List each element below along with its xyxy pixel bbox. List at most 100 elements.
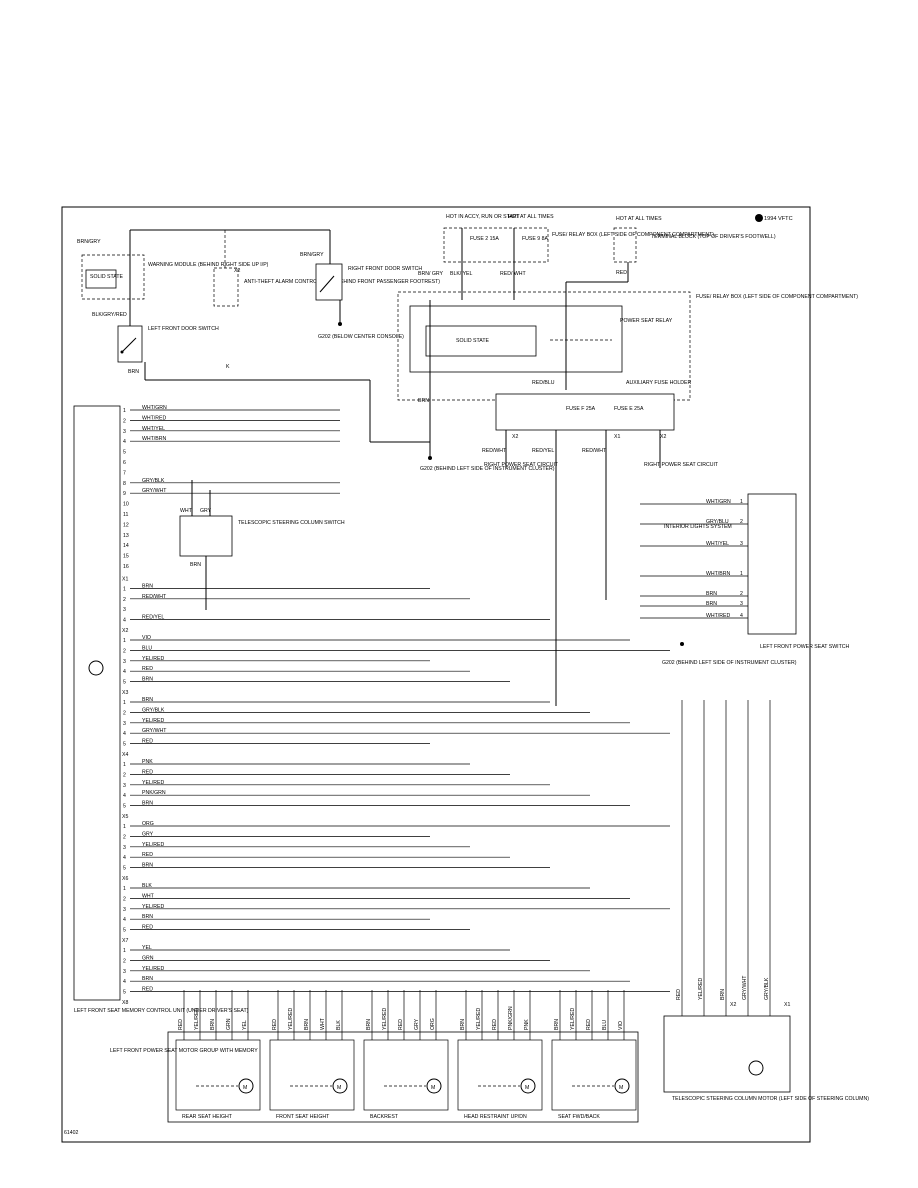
tele-motor-wire-label: YEL/RED (698, 978, 704, 1000)
motor-symbol: M (243, 1085, 247, 1091)
pin-number: 4 (123, 618, 126, 624)
motor-wire-label: RED (492, 1019, 498, 1030)
power-seat-switch-box (747, 493, 797, 635)
motor-wire-label: YEL/RED (194, 1008, 200, 1030)
pin-number: 14 (123, 543, 129, 549)
motor-wire-label: YEL/RED (288, 1008, 294, 1030)
pin-number: 1 (123, 762, 126, 768)
hot-all2-label: HOT AT ALL TIMES (616, 216, 662, 222)
fuse9-label: FUSE 9 8A (522, 236, 548, 242)
copyright-text: 1994 VFTC (764, 216, 793, 222)
pin-number: 4 (123, 917, 126, 923)
solid-state2-label: SOLID STATE (456, 338, 489, 344)
warning-module-group: SOLID STATE WARNING MODULE (BEHIND RIGHT… (77, 229, 330, 326)
power-seat-switch-label: LEFT FRONT POWER SEAT SWITCH (760, 644, 850, 650)
connector-label: X5 (122, 814, 128, 820)
pin-wire-label: YEL/RED (142, 842, 164, 848)
switch-wire-label: WHT/GRN (706, 499, 731, 505)
wire-gry-tele: GRY (200, 508, 212, 514)
conn-x2-motor: X2 (730, 1002, 736, 1008)
tele-motor-wire-label: GRY/WHT (742, 975, 748, 1000)
switch-pin-number: 3 (740, 601, 743, 607)
connector-label: X3 (122, 690, 128, 696)
g202-center-label: G202 (BELOW CENTER CONSOLE) (318, 334, 404, 340)
pin-wire-label: GRY/BLK (142, 707, 165, 713)
pin-number: 15 (123, 554, 129, 560)
left-door-switch-group: LEFT FRONT DOOR SWITCH BRN K (117, 325, 430, 443)
motor-wire-label: BLU (602, 1020, 608, 1030)
pin-number: 3 (123, 969, 126, 975)
pin-wire-label: YEL/RED (142, 718, 164, 724)
pin-number: 3 (123, 845, 126, 851)
switch-wire-label: GRY/BLU (706, 519, 729, 525)
motor-group-box (167, 1031, 639, 1123)
pin-number: 7 (123, 470, 126, 476)
pin-number: 5 (123, 990, 126, 996)
pin-number: 8 (123, 481, 126, 487)
pin-number: 2 (123, 772, 126, 778)
memory-unit-body (73, 405, 121, 1001)
motor-wire-label: BRN (304, 1019, 310, 1030)
motor-wire-label: YEL/RED (476, 1008, 482, 1030)
pin-wire-label: BRN (142, 863, 153, 869)
wire-red-wht: RED/ WHT (500, 271, 526, 277)
motor-icon (614, 1078, 630, 1094)
pin-wire-label: WHT/RED (142, 415, 166, 421)
motor-icon (426, 1078, 442, 1094)
motor-wire-label: YEL (242, 1020, 248, 1030)
pin-number: 1 (123, 638, 126, 644)
motor-wire-label: PNK/GRN (508, 1006, 514, 1030)
g202-left-label: G202 (BEHIND LEFT SIDE OF INSTRUMENT CLU… (420, 466, 555, 472)
pin-wire-label: WHT/GRN (142, 405, 167, 411)
motor-icon (520, 1078, 536, 1094)
wire-label-brn-gry: BRN/GRY (77, 239, 101, 245)
motor-group-label: LEFT FRONT POWER SEAT MOTOR GROUP WITH M… (110, 1048, 258, 1054)
pin-number: 5 (123, 450, 126, 456)
motor-wire-label: BRN (210, 1019, 216, 1030)
pin-number: 2 (123, 896, 126, 902)
switch-pin-number: 2 (740, 519, 743, 525)
motor-name: HEAD RESTRAINT UP/DN (464, 1114, 527, 1120)
pin-number: 3 (123, 429, 126, 435)
pin-wire-label: PNK/GRN (142, 790, 166, 796)
switch-wire-label: BRN (706, 601, 717, 607)
telescopic-motor-group: TELESCOPIC STEERING COLUMN MOTOR (LEFT S… (663, 1002, 869, 1102)
pin-number: 4 (123, 793, 126, 799)
pin-number: 2 (123, 418, 126, 424)
pin-number: 3 (123, 721, 126, 727)
hot-accy-label: HOT IN ACCY, RUN OR START (446, 214, 521, 220)
pin-wire-label: RED (142, 769, 153, 775)
fuse-box-top (443, 227, 549, 263)
switch-pin-number: 1 (740, 499, 743, 505)
motor-name: BACKREST (370, 1114, 399, 1120)
pin-wire-label: WHT/BRN (142, 436, 166, 442)
pin-wire-label: GRY/WHT (142, 728, 167, 734)
pin-number: 1 (123, 824, 126, 830)
connector-label: X6 (122, 876, 128, 882)
pin-number: 3 (123, 783, 126, 789)
pin-number: 5 (123, 742, 126, 748)
motor-wire-label: BRN (366, 1019, 372, 1030)
wire-red-wht-aux2: RED/WHT (582, 448, 607, 454)
tele-motor-icon (748, 1060, 764, 1076)
conn-x1-motor: X1 (784, 1002, 790, 1008)
pin-number: 1 (123, 948, 126, 954)
motor-wire-label: RED (398, 1019, 404, 1030)
motor-name: FRONT SEAT HEIGHT (276, 1114, 330, 1120)
wire-label-blk-gry-red: BLK/GRY/RED (92, 312, 127, 318)
pin-number: 1 (123, 408, 126, 414)
pin-number: 5 (123, 680, 126, 686)
tele-motor-wire-label: GRY/BLK (764, 977, 770, 1000)
motor-symbol: M (431, 1085, 435, 1091)
motor-wire-label: PNK (524, 1019, 530, 1030)
connector-label: X8 (122, 1000, 128, 1006)
pin-wire-label: YEL (142, 945, 152, 951)
fuse-relay-top: HOT IN ACCY, RUN OR START HOT AT ALL TIM… (397, 214, 858, 706)
pin-wire-label: ORG (142, 821, 154, 827)
pin-wire-label: RED/YEL (142, 615, 164, 621)
